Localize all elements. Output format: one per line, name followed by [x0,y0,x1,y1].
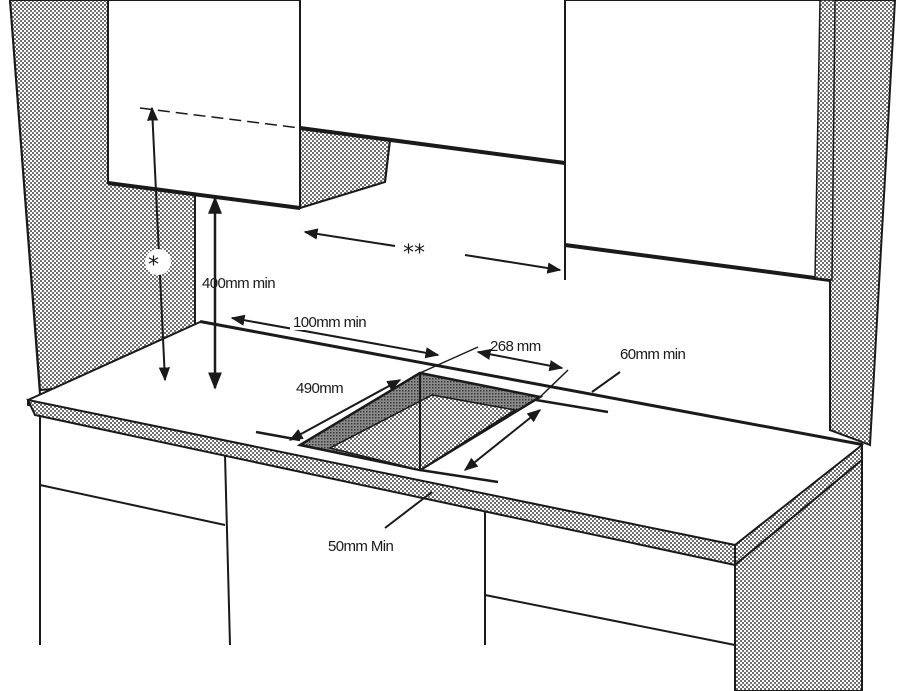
left-wall-cabinet [107,0,301,210]
single-star-note: * [148,253,159,278]
cutout-depth-dimension [476,348,564,372]
front-clearance-label: 60mm min [620,346,685,363]
base-cabinet-side [734,457,863,691]
side-clearance-label: 400mm min [202,275,275,292]
right-cabinet-side [814,0,836,281]
cutout-width-label: 490mm [296,380,343,397]
right-wall-cabinet [564,0,834,282]
cutout-width-dimension [288,379,402,441]
cutout-depth-label: 268 mm [490,338,541,355]
right-wall [829,0,897,447]
cutout-width-dimension-front [463,409,542,471]
edge-clearance-label: 50mm Min [328,538,393,555]
edge-clearance-dimension [384,491,433,529]
height-dimension-line [147,106,170,382]
single-star-marker [145,249,171,275]
back-clearance-dimension [230,314,440,359]
back-clearance-label: 100mm min [293,314,366,331]
double-star-note: ** [403,241,425,266]
